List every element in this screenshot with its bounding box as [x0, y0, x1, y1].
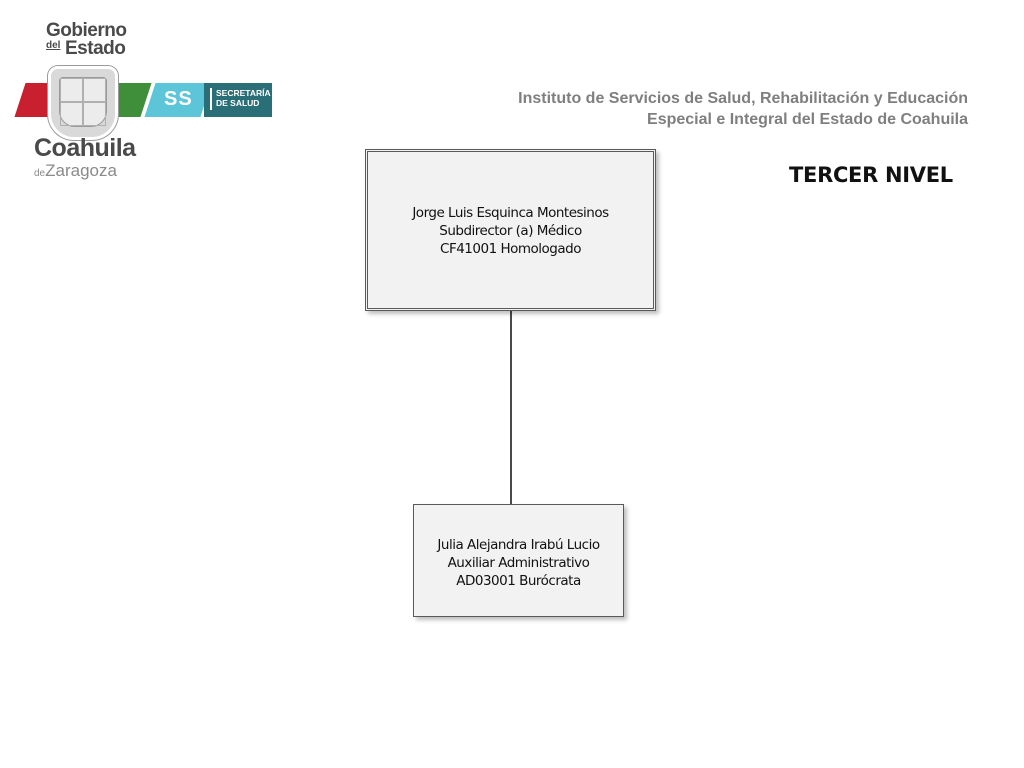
- institute-line1: Instituto de Servicios de Salud, Rehabil…: [518, 90, 968, 107]
- coat-quarter: [60, 102, 83, 126]
- node-code: CF41001 Homologado: [440, 241, 581, 257]
- secretaria-text: SECRETARÍA DE SALUD: [216, 88, 271, 108]
- logo-coahuila-text: Coahuila: [34, 134, 136, 162]
- node-name: Julia Alejandra Irabú Lucio: [437, 537, 600, 553]
- org-node-auxiliar: Julia Alejandra Irabú Lucio Auxiliar Adm…: [413, 504, 624, 617]
- logo-de-text: de: [34, 168, 46, 179]
- secretaria-line2: DE SALUD: [216, 98, 260, 108]
- coat-quarter: [83, 102, 106, 126]
- logo-zaragoza-text: Zaragoza: [45, 161, 117, 180]
- secretaria-badge: [204, 83, 272, 117]
- node-code: AD03001 Burócrata: [456, 573, 581, 589]
- coat-of-arms-field: [59, 77, 107, 127]
- secretaria-line1: SECRETARÍA: [216, 88, 271, 98]
- logo-gobierno-text: Gobierno: [46, 20, 127, 41]
- coat-quarter: [60, 78, 83, 102]
- node-position: Subdirector (a) Médico: [439, 223, 582, 239]
- ss-badge-text: SS: [164, 88, 193, 110]
- coat-of-arms-icon: [48, 66, 118, 140]
- secretaria-divider: [210, 88, 212, 110]
- coat-quarter: [83, 78, 106, 102]
- node-position: Auxiliar Administrativo: [447, 555, 590, 571]
- institute-name: Instituto de Servicios de Salud, Rehabil…: [518, 88, 968, 130]
- org-connector-line: [510, 311, 512, 504]
- logo-estado-text: Estado: [65, 38, 126, 59]
- government-logo: Gobierno del Estado SS SECRETARÍA DE SAL…: [14, 18, 276, 183]
- node-name: Jorge Luis Esquinca Montesinos: [412, 205, 609, 221]
- institute-line2: Especial e Integral del Estado de Coahui…: [647, 111, 968, 128]
- org-node-subdirector: Jorge Luis Esquinca Montesinos Subdirect…: [365, 149, 656, 311]
- logo-del-text: del: [46, 40, 61, 51]
- logo-zaragoza-line: deZaragoza: [34, 161, 117, 181]
- level-title: TERCER NIVEL: [789, 163, 953, 187]
